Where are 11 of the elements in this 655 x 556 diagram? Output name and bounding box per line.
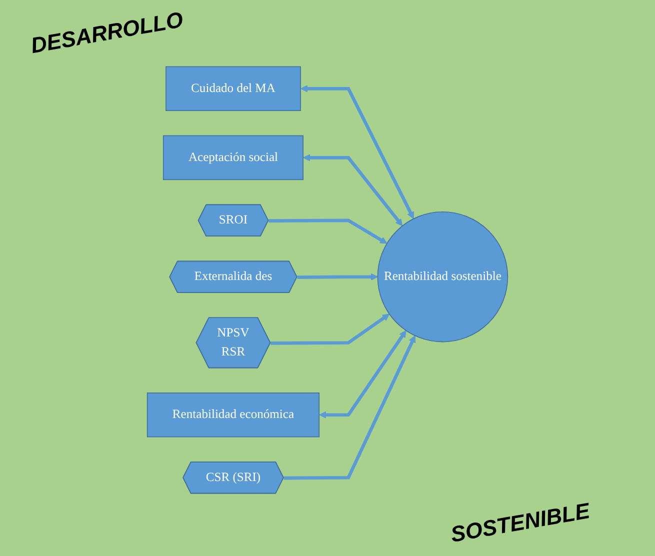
node-box: Cuidado del MA xyxy=(166,66,301,112)
arrow xyxy=(300,84,414,220)
arrow xyxy=(284,335,416,480)
arrow xyxy=(303,154,403,226)
node-box: Aceptación social xyxy=(162,135,304,180)
node-circle: Rentabilidad sostenible xyxy=(377,211,508,342)
arrow xyxy=(270,314,390,345)
node-box: Rentabilidad económica xyxy=(146,392,320,438)
arrow xyxy=(297,273,378,281)
arrow xyxy=(268,218,388,244)
arrow xyxy=(319,330,406,419)
